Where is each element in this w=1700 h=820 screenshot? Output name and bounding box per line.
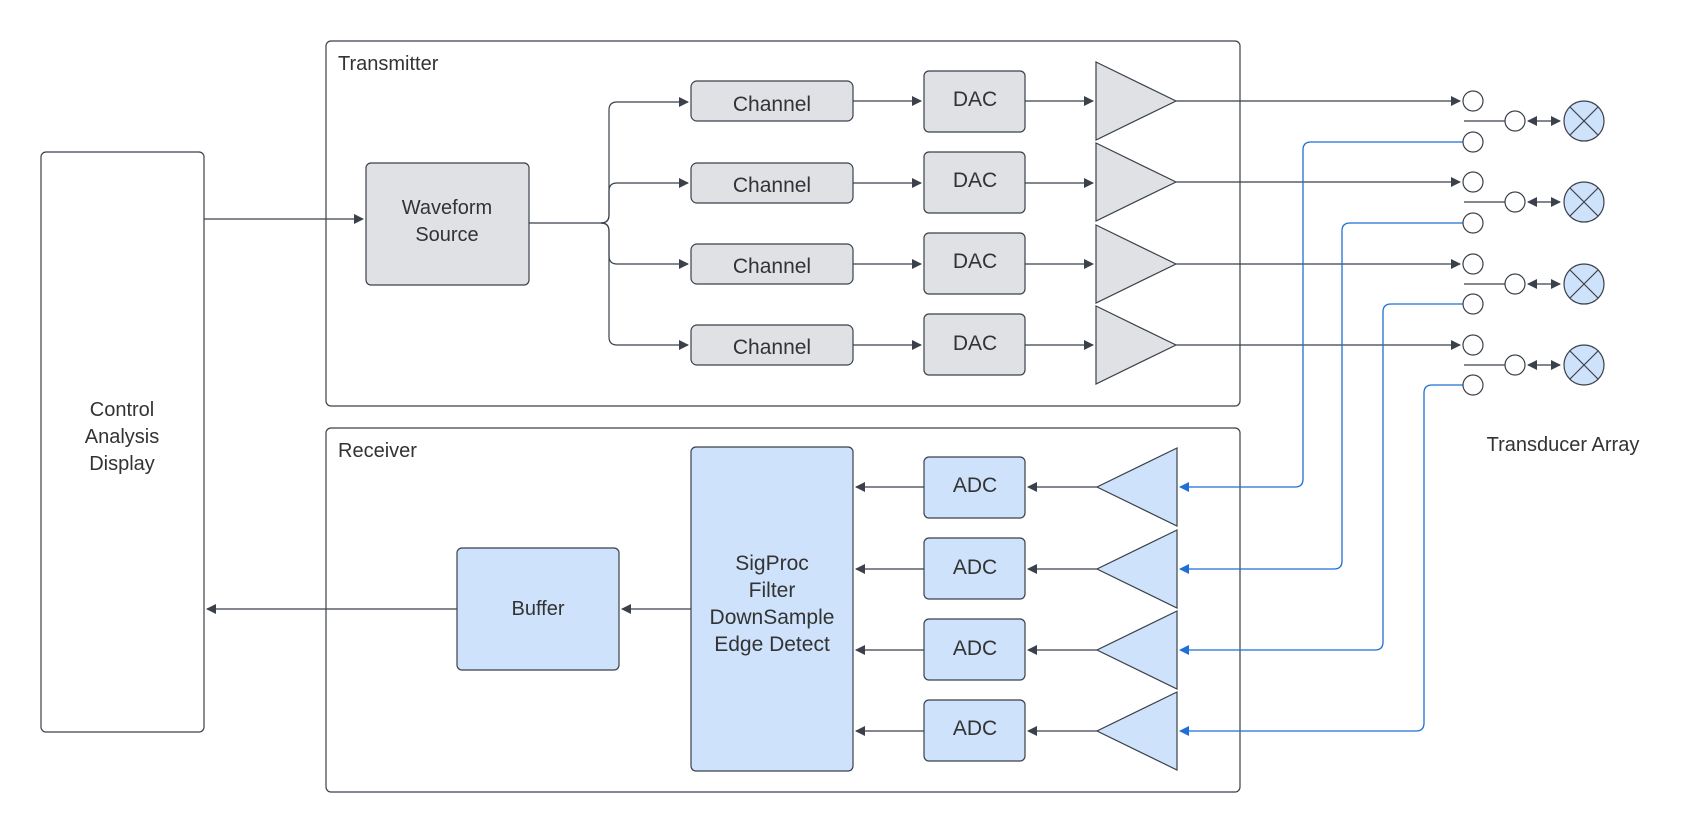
waveform-fanout-branch-2: [600, 178, 689, 224]
rx-amplifier-icon: [1095, 610, 1178, 690]
dac-label: DAC: [953, 332, 997, 355]
rx-terminal-icon: [1462, 293, 1484, 315]
transducer-array-label: Transducer Array: [1487, 434, 1640, 456]
transducer-element-4: [1462, 334, 1605, 396]
rx-amplifier-icon: [1095, 691, 1178, 771]
common-terminal-icon: [1504, 191, 1526, 213]
tx-channel-row-1: Channel DAC: [690, 61, 1178, 141]
rx-terminal-icon: [1462, 212, 1484, 234]
transducer-element-3: [1462, 253, 1605, 315]
transmitter-label: Transmitter: [338, 53, 439, 75]
sigproc-label-line2: Filter: [749, 579, 796, 602]
rx-return-line-4: [1179, 384, 1463, 736]
common-terminal-icon: [1504, 110, 1526, 132]
adc-label: ADC: [953, 556, 997, 579]
control-label: Control: [90, 399, 154, 421]
rx-return-line-1: [1179, 141, 1463, 492]
tx-amplifier-icon: [1095, 305, 1178, 385]
rx-channel-row-3: ADC: [923, 610, 1178, 690]
tx-channel-row-2: Channel DAC: [690, 142, 1178, 222]
sigproc-label-line3: DownSample: [710, 606, 835, 629]
adc-label: ADC: [953, 717, 997, 740]
sigproc-label-line1: SigProc: [735, 552, 809, 575]
common-terminal-icon: [1504, 273, 1526, 295]
tx-amplifier-icon: [1095, 61, 1178, 141]
dark-connectors: [204, 96, 1461, 736]
waveform-source-label-line1: Waveform: [402, 197, 492, 219]
dac-label: DAC: [953, 88, 997, 111]
rx-channel-row-1: ADC: [923, 447, 1178, 527]
tx-amplifier-icon: [1095, 224, 1178, 304]
blue-receive-connectors: [1179, 141, 1463, 736]
adc-label: ADC: [953, 637, 997, 660]
tx-amplifier-icon: [1095, 142, 1178, 222]
adc-label: ADC: [953, 474, 997, 497]
display-label: Display: [89, 453, 155, 475]
tx-terminal-icon: [1462, 253, 1484, 275]
rx-return-line-2: [1179, 222, 1463, 574]
rx-terminal-icon: [1462, 374, 1484, 396]
tx-terminal-icon: [1462, 334, 1484, 356]
rx-channel-row-2: ADC: [923, 529, 1178, 609]
waveform-fanout-branch-4: [600, 222, 689, 350]
channel-label: Channel: [733, 336, 811, 359]
dac-label: DAC: [953, 169, 997, 192]
rx-terminal-icon: [1462, 131, 1484, 153]
channel-label: Channel: [733, 93, 811, 116]
transducer-element-2: [1462, 171, 1605, 234]
channel-label: Channel: [733, 255, 811, 278]
tx-terminal-icon: [1462, 171, 1484, 193]
buffer-label: Buffer: [512, 598, 565, 620]
dac-label: DAC: [953, 250, 997, 273]
analysis-label: Analysis: [85, 426, 159, 448]
rx-amplifier-icon: [1095, 447, 1178, 527]
tx-channel-row-4: Channel DAC: [690, 305, 1178, 385]
channel-label: Channel: [733, 174, 811, 197]
rx-channel-row-4: ADC: [923, 691, 1178, 771]
sigproc-label-line4: Edge Detect: [714, 633, 830, 656]
common-terminal-icon: [1504, 354, 1526, 376]
waveform-source-label-line2: Source: [415, 224, 478, 246]
control-analysis-display-block: [40, 151, 205, 733]
tx-terminal-icon: [1462, 90, 1484, 112]
rx-return-line-3: [1179, 303, 1463, 655]
rx-amplifier-icon: [1095, 529, 1178, 609]
transducer-element-1: [1462, 90, 1605, 153]
receiver-label: Receiver: [338, 440, 417, 462]
tx-channel-row-3: Channel DAC: [690, 224, 1178, 304]
waveform-source-block: [365, 162, 530, 286]
